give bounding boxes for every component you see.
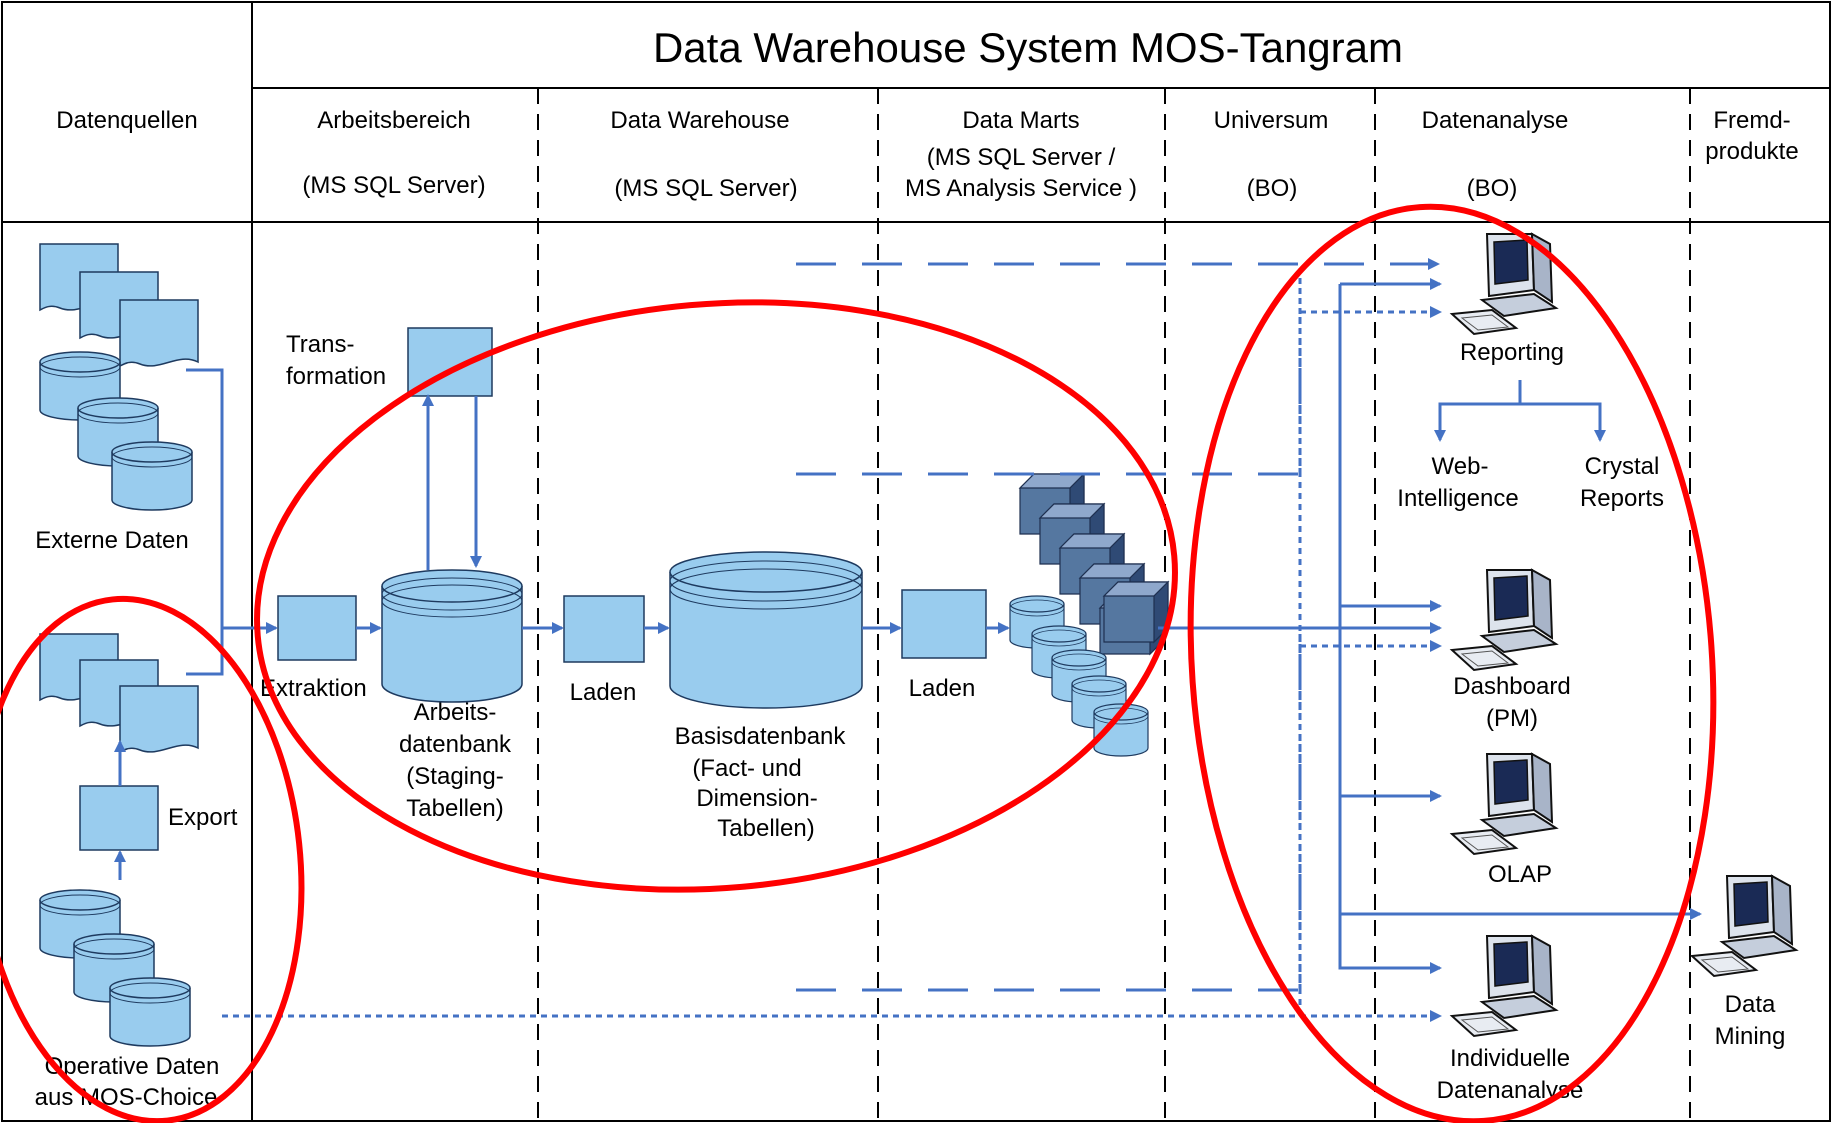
individuelle-computer-icon: [1451, 935, 1557, 1037]
highlight-operative-sources: [0, 595, 305, 1123]
label-dashboard: Dashboard: [1453, 673, 1570, 700]
label-arbeitsdatenbank-1: Arbeits-: [414, 699, 497, 726]
external-documents: [39, 243, 199, 367]
header-arbeitsbereich-sub: (MS SQL Server): [302, 172, 485, 199]
laden-box-marts: [901, 589, 987, 659]
header-fremdprodukte-sub: produkte: [1705, 138, 1798, 165]
olap-computer-icon: [1451, 753, 1557, 855]
dashboard-computer-icon: [1451, 569, 1557, 671]
label-externe-daten: Externe Daten: [35, 527, 188, 554]
label-crystal-reports-1: Crystal: [1585, 453, 1660, 480]
label-data-mining-2: Mining: [1715, 1023, 1786, 1050]
label-arbeitsdatenbank-4: Tabellen): [406, 795, 503, 822]
label-operative-daten: Operative Daten: [45, 1053, 220, 1080]
header-data-marts: Data Marts: [962, 107, 1079, 134]
header-data-warehouse: Data Warehouse: [610, 107, 789, 134]
label-crystal-reports-2: Reports: [1580, 485, 1664, 512]
basisdatenbank-cylinder: [669, 551, 863, 709]
dotted-flows: [222, 306, 1442, 1022]
header-fremdprodukte: Fremd-: [1713, 107, 1790, 134]
header-datenanalyse-sub: (BO): [1467, 175, 1518, 202]
label-arbeitsdatenbank-2: datenbank: [399, 731, 512, 758]
header-universum-sub: (BO): [1247, 175, 1298, 202]
header-universum: Universum: [1214, 107, 1329, 134]
dashed-flows: [796, 258, 1440, 992]
label-dashboard-pm: (PM): [1486, 705, 1538, 732]
label-transformation-2: formation: [286, 363, 386, 390]
label-operative-daten-2: aus MOS-Choice: [35, 1084, 218, 1111]
extraktion-box: [277, 595, 357, 661]
label-arbeitsdatenbank-3: (Staging-: [406, 763, 503, 790]
header-datenanalyse: Datenanalyse: [1422, 107, 1569, 134]
highlight-ellipses: [0, 203, 1717, 1123]
label-individuelle-1: Individuelle: [1450, 1045, 1570, 1072]
label-basisdatenbank-3: Dimension-: [696, 785, 817, 812]
column-separators: [537, 88, 1691, 1121]
label-transformation: Trans-: [286, 331, 354, 358]
arbeitsdatenbank-cylinder: [381, 569, 523, 703]
label-basisdatenbank-2: (Fact- und: [692, 755, 801, 782]
operative-documents: [39, 633, 199, 753]
label-reporting: Reporting: [1460, 339, 1564, 366]
data-mining-computer-icon: [1691, 875, 1797, 977]
highlight-warehouse-core: [254, 299, 1178, 893]
header-datenquellen: Datenquellen: [56, 107, 197, 134]
label-basisdatenbank-1: Basisdatenbank: [675, 723, 847, 750]
export-process-box: [79, 785, 159, 851]
label-laden-warehouse: Laden: [570, 679, 637, 706]
label-web-intelligence-2: Intelligence: [1397, 485, 1518, 512]
label-export: Export: [168, 804, 238, 831]
label-olap: OLAP: [1488, 861, 1552, 888]
label-extraktion: Extraktion: [260, 675, 367, 702]
highlight-analysis-tools: [1187, 203, 1717, 1123]
header-data-marts-sub1: (MS SQL Server /: [927, 144, 1116, 171]
operative-databases: [39, 889, 191, 1047]
external-databases: [39, 351, 193, 511]
laden-box-warehouse: [563, 595, 645, 663]
header-data-marts-sub2: MS Analysis Service ): [905, 175, 1137, 202]
label-data-mining-1: Data: [1725, 991, 1776, 1018]
label-basisdatenbank-4: Tabellen): [717, 815, 814, 842]
header-data-warehouse-sub: (MS SQL Server): [614, 175, 797, 202]
diagram-title: Data Warehouse System MOS-Tangram: [653, 24, 1403, 71]
label-individuelle-2: Datenanalyse: [1437, 1077, 1584, 1104]
header-arbeitsbereich: Arbeitsbereich: [317, 107, 470, 134]
label-web-intelligence-1: Web-: [1432, 453, 1489, 480]
label-laden-marts: Laden: [909, 675, 976, 702]
